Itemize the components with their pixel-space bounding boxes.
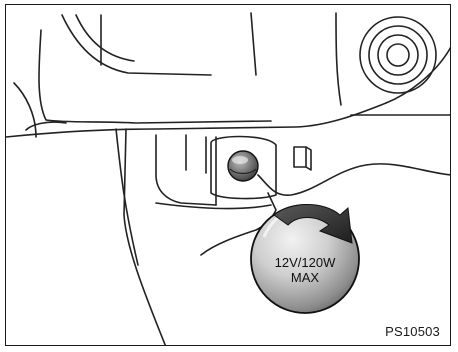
dashboard-lines [6, 13, 451, 346]
socket-cap-enlarged: 12V/120W MAX [251, 205, 359, 314]
socket-max-label: MAX [291, 270, 320, 285]
power-outlet-small [228, 151, 258, 181]
dashboard-illustration: 12V/120W MAX [6, 5, 451, 346]
figure-frame: 12V/120W MAX PS10503 [5, 4, 451, 346]
socket-rating-label: 12V/120W [275, 255, 336, 270]
figure-code: PS10503 [385, 324, 440, 339]
